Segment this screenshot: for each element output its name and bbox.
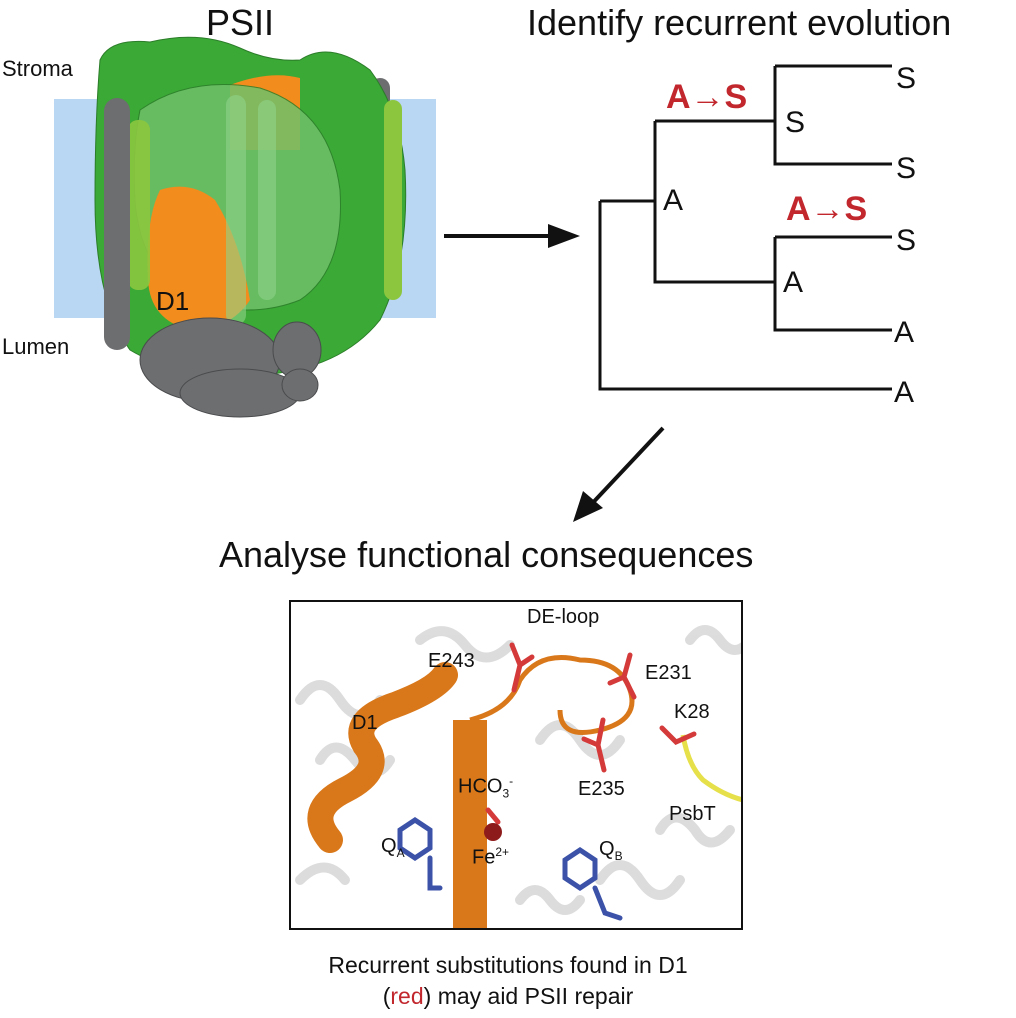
label-psbt: PsbT bbox=[669, 803, 716, 825]
caption-line-2: (red) may aid PSII repair bbox=[382, 983, 634, 1009]
branch-root bbox=[598, 201, 892, 391]
lumen-subunit-4 bbox=[281, 368, 319, 402]
tree-title: Identify recurrent evolution bbox=[527, 2, 952, 43]
tip-5: A bbox=[894, 376, 915, 409]
d1-helix-left bbox=[307, 662, 458, 853]
d1-label: D1 bbox=[156, 286, 190, 316]
quinone-qa bbox=[397, 816, 443, 891]
arrow-down-head bbox=[573, 491, 603, 522]
caption-line-1: Recurrent substitutions found in D1 bbox=[328, 952, 688, 978]
helix-4 bbox=[384, 100, 402, 300]
arrow-right-head bbox=[548, 224, 580, 248]
lumen-label: Lumen bbox=[2, 334, 70, 359]
helix-2 bbox=[226, 95, 246, 325]
stroma-label: Stroma bbox=[2, 56, 73, 81]
residue-k28 bbox=[659, 725, 697, 745]
psbt-chain bbox=[680, 734, 742, 803]
tip-1: S bbox=[896, 62, 917, 95]
mutation-lower: A→S bbox=[786, 190, 868, 228]
label-de-loop: DE-loop bbox=[527, 606, 600, 628]
grey-subunit-left bbox=[104, 98, 130, 350]
node-lower: A bbox=[783, 266, 804, 299]
branch-inner bbox=[653, 121, 775, 284]
helix-1 bbox=[128, 120, 150, 290]
quinone-qb bbox=[562, 846, 623, 921]
tip-4: A bbox=[894, 316, 915, 349]
psii-title: PSII bbox=[206, 2, 275, 43]
label-e231: E231 bbox=[645, 662, 692, 684]
label-d1: D1 bbox=[352, 712, 378, 734]
node-upper: S bbox=[785, 106, 806, 139]
node-inner: A bbox=[663, 184, 684, 217]
residue-e231 bbox=[607, 652, 637, 700]
label-e243: E243 bbox=[428, 650, 475, 672]
helix-3 bbox=[258, 100, 276, 300]
tip-3: S bbox=[896, 224, 917, 257]
d1-front bbox=[147, 186, 250, 330]
branch-lower-clade bbox=[773, 237, 892, 332]
arrow-down bbox=[584, 426, 665, 512]
residue-hco3 bbox=[485, 807, 501, 825]
analysis-title: Analyse functional consequences bbox=[219, 534, 754, 575]
label-k28: K28 bbox=[674, 701, 710, 723]
residue-e243 bbox=[509, 642, 535, 693]
branch-upper-clade bbox=[773, 66, 892, 166]
label-hco3: HCO3- bbox=[458, 774, 514, 801]
label-qb: QB bbox=[599, 838, 623, 863]
label-qa: QA bbox=[381, 835, 405, 860]
residue-e235 bbox=[581, 717, 607, 773]
structure-frame bbox=[289, 600, 743, 930]
label-e235: E235 bbox=[578, 778, 625, 800]
label-fe: Fe2+ bbox=[472, 845, 510, 869]
tip-2: S bbox=[896, 152, 917, 185]
caption-red-word: red bbox=[390, 983, 424, 1009]
caption: Recurrent substitutions found in D1 (red… bbox=[228, 950, 788, 1012]
mutation-upper: A→S bbox=[666, 78, 748, 116]
fe-atom bbox=[484, 823, 502, 841]
